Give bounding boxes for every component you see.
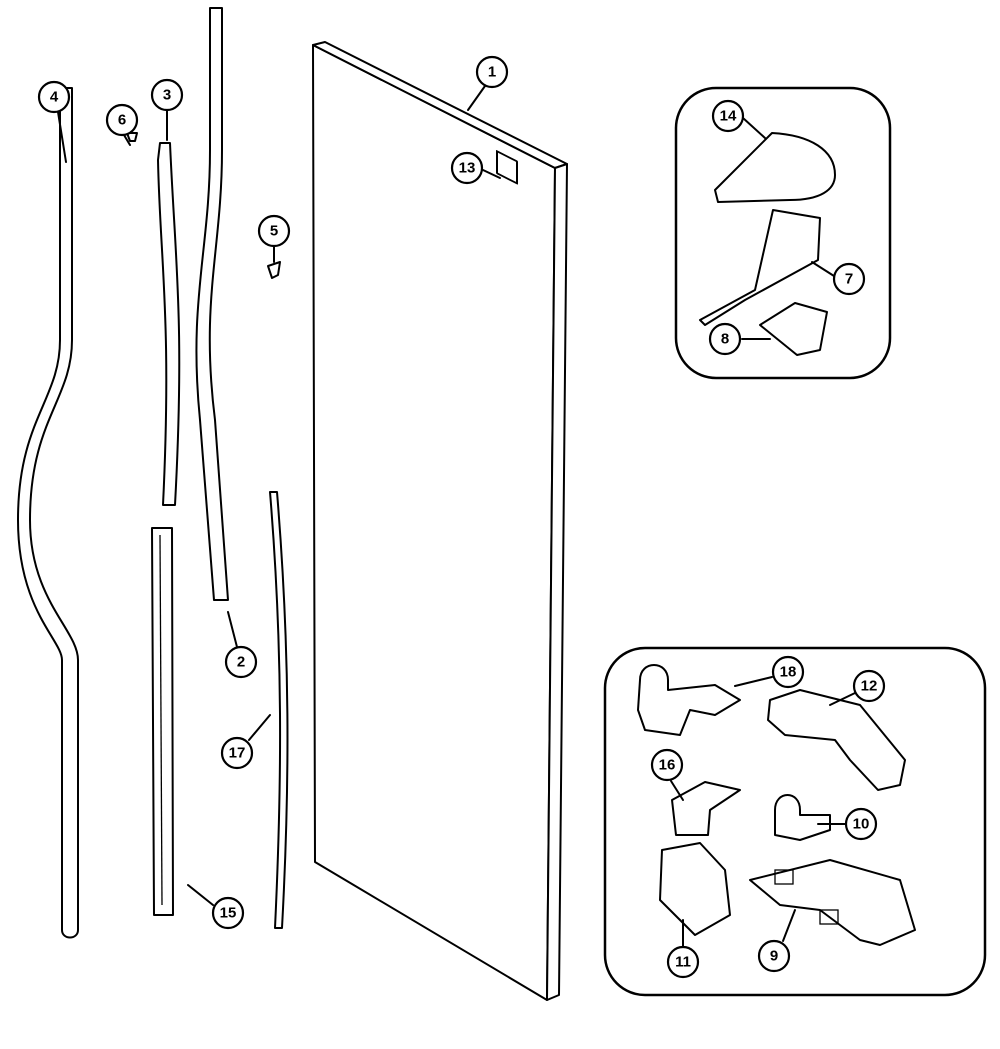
callout-12: 12	[852, 669, 886, 703]
bracket-16	[671, 781, 741, 836]
svg-text:11: 11	[675, 954, 691, 971]
hinge-18	[637, 664, 741, 736]
svg-text:2: 2	[237, 654, 245, 671]
callout-13: 13	[450, 151, 484, 185]
svg-text:3: 3	[163, 87, 171, 104]
hinge-pin-10	[774, 794, 831, 841]
callout-4: 4	[37, 80, 71, 114]
top-hinge	[699, 209, 821, 326]
svg-text:1: 1	[488, 64, 496, 81]
handle-trim	[157, 142, 181, 506]
callout-1: 1	[475, 55, 509, 89]
side-strip	[269, 491, 289, 929]
door-handle	[17, 87, 79, 939]
svg-text:13: 13	[459, 160, 476, 177]
callout-17: 17	[220, 736, 254, 770]
top-hinge-kit-box	[674, 86, 892, 380]
svg-text:18: 18	[780, 664, 797, 681]
trim-strip	[151, 527, 174, 916]
clip	[267, 261, 281, 279]
svg-text:12: 12	[861, 678, 878, 695]
screw	[126, 132, 138, 142]
svg-text:14: 14	[720, 108, 737, 125]
callout-8: 8	[708, 322, 742, 356]
callout-6: 6	[105, 103, 139, 137]
svg-text:9: 9	[770, 948, 778, 965]
svg-text:7: 7	[845, 271, 853, 288]
hinge-plate-9	[749, 859, 916, 946]
svg-text:16: 16	[659, 757, 676, 774]
door-panel	[312, 41, 568, 1001]
svg-text:4: 4	[50, 89, 59, 106]
callout-3: 3	[150, 78, 184, 112]
callout-18: 18	[771, 655, 805, 689]
callout-2: 2	[224, 645, 258, 679]
hinge-cover-11	[659, 842, 731, 936]
hinge-shim	[759, 302, 828, 356]
callout-15: 15	[211, 896, 245, 930]
callout-10: 10	[844, 807, 878, 841]
callout-5: 5	[257, 214, 291, 248]
svg-text:8: 8	[721, 331, 729, 348]
callout-7: 7	[832, 262, 866, 296]
callout-11: 11	[666, 945, 700, 979]
svg-text:5: 5	[270, 223, 278, 240]
hinge-bracket-12	[767, 689, 906, 791]
svg-text:6: 6	[118, 112, 126, 129]
door-label-13	[496, 150, 518, 185]
door-gasket-strip	[195, 7, 229, 601]
callout-16: 16	[650, 748, 684, 782]
hinge-cover	[714, 132, 836, 203]
callout-14: 14	[711, 99, 745, 133]
leader-lines	[57, 85, 856, 947]
svg-text:15: 15	[220, 905, 237, 922]
bottom-hinge-kit-box	[603, 646, 987, 997]
svg-text:10: 10	[853, 816, 870, 833]
callout-9: 9	[757, 939, 791, 973]
svg-text:17: 17	[229, 745, 246, 762]
